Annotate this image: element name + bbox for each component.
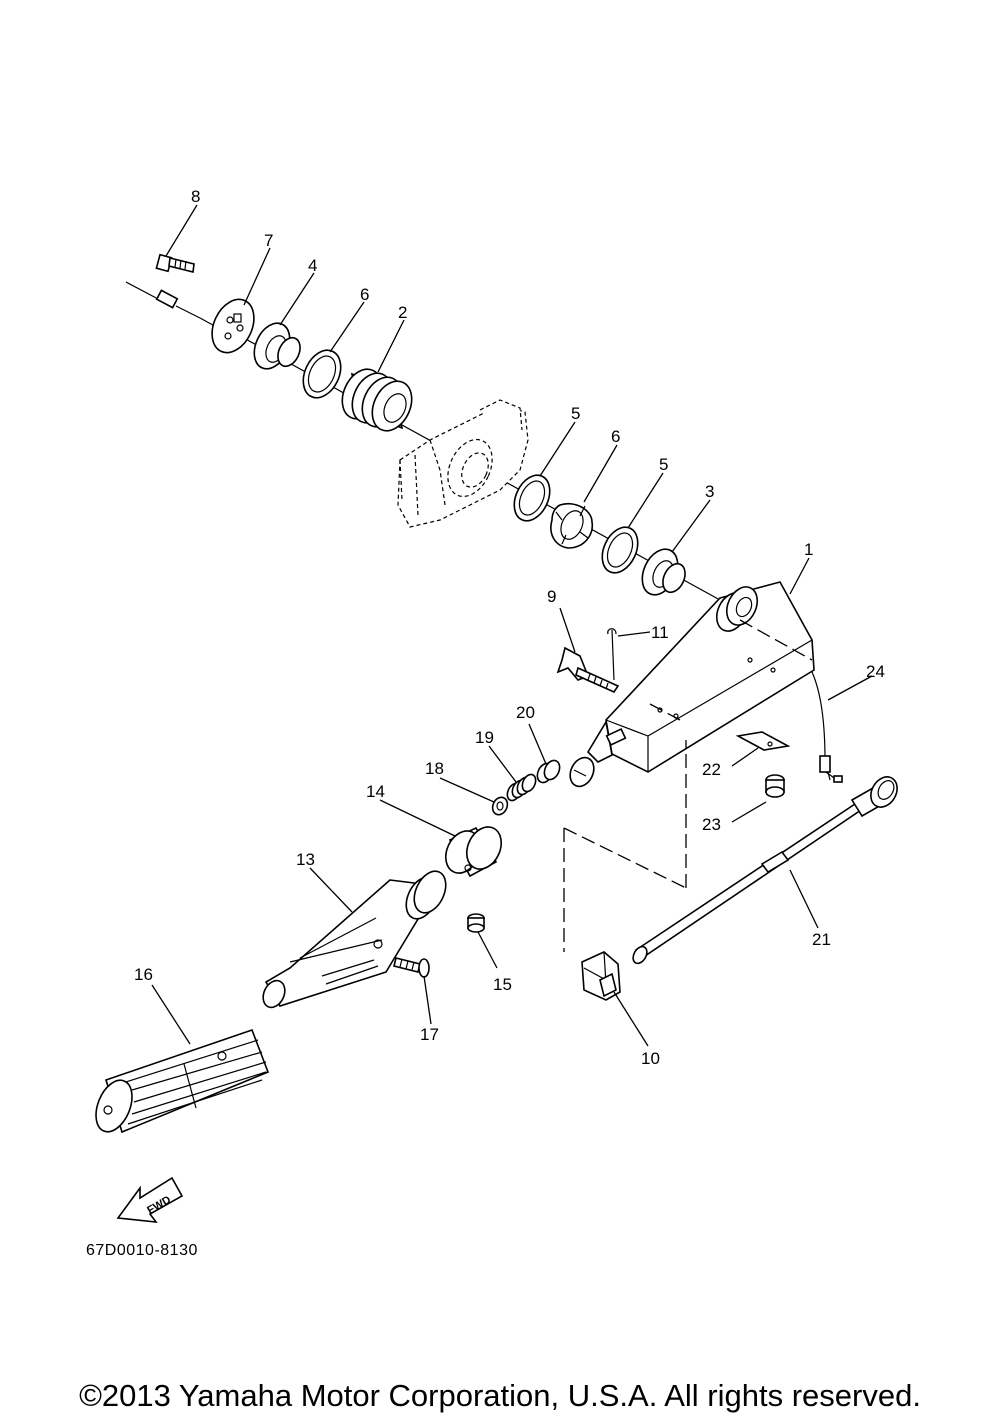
- collar-20: [536, 759, 561, 784]
- spring-19: [506, 773, 537, 802]
- assembly-guides: [563, 703, 687, 952]
- shaft-21: [632, 776, 898, 965]
- bushing-4: [253, 322, 301, 370]
- callout-9: 8: [191, 187, 200, 206]
- pin-12: [607, 628, 617, 681]
- plate-22: [735, 731, 791, 751]
- wire-24: [811, 671, 843, 783]
- bolt-9: [155, 253, 195, 273]
- callout-14: 14: [366, 782, 385, 801]
- throttle-shaft-13: [262, 870, 447, 1009]
- ring-7: [302, 349, 342, 399]
- screw-15: [467, 913, 485, 933]
- screw-23: [765, 774, 785, 798]
- screw-17: [393, 957, 430, 978]
- collar-14: [444, 826, 503, 878]
- fwd-arrow-icon: FWD: [116, 1176, 184, 1223]
- callout-6: 6: [611, 427, 620, 446]
- callout-17: 17: [420, 1025, 439, 1044]
- callout-23: 23: [702, 815, 721, 834]
- callout-5-upper: 5: [571, 404, 580, 423]
- wing-bolt-10: [556, 646, 620, 694]
- grip-16: [95, 1028, 270, 1134]
- clip-11: [581, 951, 621, 1001]
- callout-12: 11: [651, 623, 669, 642]
- bracket-ghost: [397, 399, 529, 528]
- bushing-3: [641, 548, 686, 596]
- callout-13: 13: [296, 850, 315, 869]
- callout-4: 4: [308, 256, 317, 275]
- washer-5a: [513, 474, 551, 522]
- callout-1: 1: [804, 540, 813, 559]
- callout-3: 3: [705, 482, 714, 501]
- copyright-notice: ©2013 Yamaha Motor Corporation, U.S.A. A…: [79, 1378, 921, 1413]
- bushing-2: [341, 368, 413, 432]
- callout-20: 20: [516, 703, 535, 722]
- callout-18: 18: [425, 759, 444, 778]
- callouts: 8 7 4 6 2 5 6 5 3 1 9 11 24 20 19 18 14 …: [134, 187, 885, 1068]
- callout-7: 6: [360, 285, 369, 304]
- callout-2: 2: [398, 303, 407, 322]
- handle-bracket-1: [569, 581, 815, 788]
- callout-8: 7: [264, 231, 273, 250]
- callout-21: 21: [812, 930, 831, 949]
- plate-8: [211, 298, 255, 354]
- leader-lines: [151, 204, 873, 1047]
- washer-18: [491, 796, 509, 816]
- callout-16: 16: [134, 965, 153, 984]
- callout-5-lower: 5: [659, 455, 668, 474]
- washer-5b: [601, 526, 639, 574]
- callout-11: 10: [641, 1049, 660, 1068]
- diagram-code: 67D0010-8130: [86, 1242, 198, 1259]
- callout-19: 19: [475, 728, 494, 747]
- callout-15: 15: [493, 975, 512, 994]
- wave-washer-6: [550, 503, 594, 549]
- callout-10: 9: [547, 587, 556, 606]
- callout-22: 22: [702, 760, 721, 779]
- callout-24: 24: [866, 662, 885, 681]
